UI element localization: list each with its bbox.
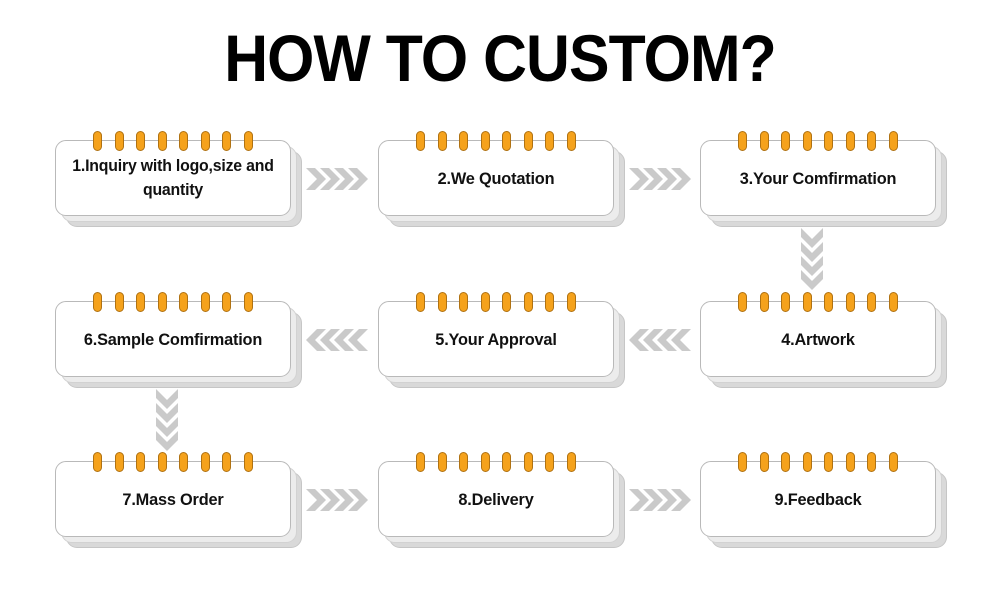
chevrons-left-icon [306,329,368,351]
page-title: HOW TO CUSTOM? [224,21,776,95]
card-sheet-front: 8.Delivery [378,461,614,537]
card-sheet-front: 4.Artwork [700,301,936,377]
card-sheet-front: 6.Sample Comfirmation [55,301,291,377]
step-card-label: 3.Your Comfirmation [739,168,897,188]
step-card-4[interactable]: 4.Artwork [700,292,947,388]
chevrons-right-icon [306,489,368,511]
step-card-label: 5.Your Approval [435,329,557,349]
step-card-2[interactable]: 2.We Quotation [378,131,625,227]
connector-7-to-8 [306,486,368,514]
connector-5-to-6 [306,326,368,354]
step-card-label: 7.Mass Order [122,489,224,509]
step-card-7[interactable]: 7.Mass Order [55,452,302,548]
chevrons-right-icon [306,168,368,190]
step-card-6[interactable]: 6.Sample Comfirmation [55,292,302,388]
connector-4-to-5 [629,326,691,354]
step-card-9[interactable]: 9.Feedback [700,452,947,548]
chevrons-right-icon [629,168,691,190]
card-sheet-front: 5.Your Approval [378,301,614,377]
step-card-label: 1.Inquiry with logo,size and quantity [72,157,274,199]
connector-8-to-9 [629,486,691,514]
connector-1-to-2 [306,165,368,193]
card-sheet-front: 9.Feedback [700,461,936,537]
step-card-5[interactable]: 5.Your Approval [378,292,625,388]
step-card-label: 6.Sample Comfirmation [83,329,263,349]
chevrons-down-icon [156,389,178,451]
connector-2-to-3 [629,165,691,193]
step-card-1[interactable]: 1.Inquiry with logo,size and quantity [55,131,302,227]
step-card-label: 9.Feedback [774,489,862,509]
step-card-label: 8.Delivery [458,489,534,509]
chevrons-left-icon [629,329,691,351]
connector-6-to-7 [153,389,181,451]
card-sheet-front: 1.Inquiry with logo,size and quantity [55,140,291,216]
card-sheet-front: 2.We Quotation [378,140,614,216]
card-sheet-front: 7.Mass Order [55,461,291,537]
chevrons-down-icon [801,228,823,290]
connector-3-to-4 [798,228,826,290]
card-sheet-front: 3.Your Comfirmation [700,140,936,216]
step-card-label: 2.We Quotation [437,168,555,188]
step-card-3[interactable]: 3.Your Comfirmation [700,131,947,227]
step-card-label: 4.Artwork [781,329,855,349]
step-card-8[interactable]: 8.Delivery [378,452,625,548]
chevrons-right-icon [629,489,691,511]
